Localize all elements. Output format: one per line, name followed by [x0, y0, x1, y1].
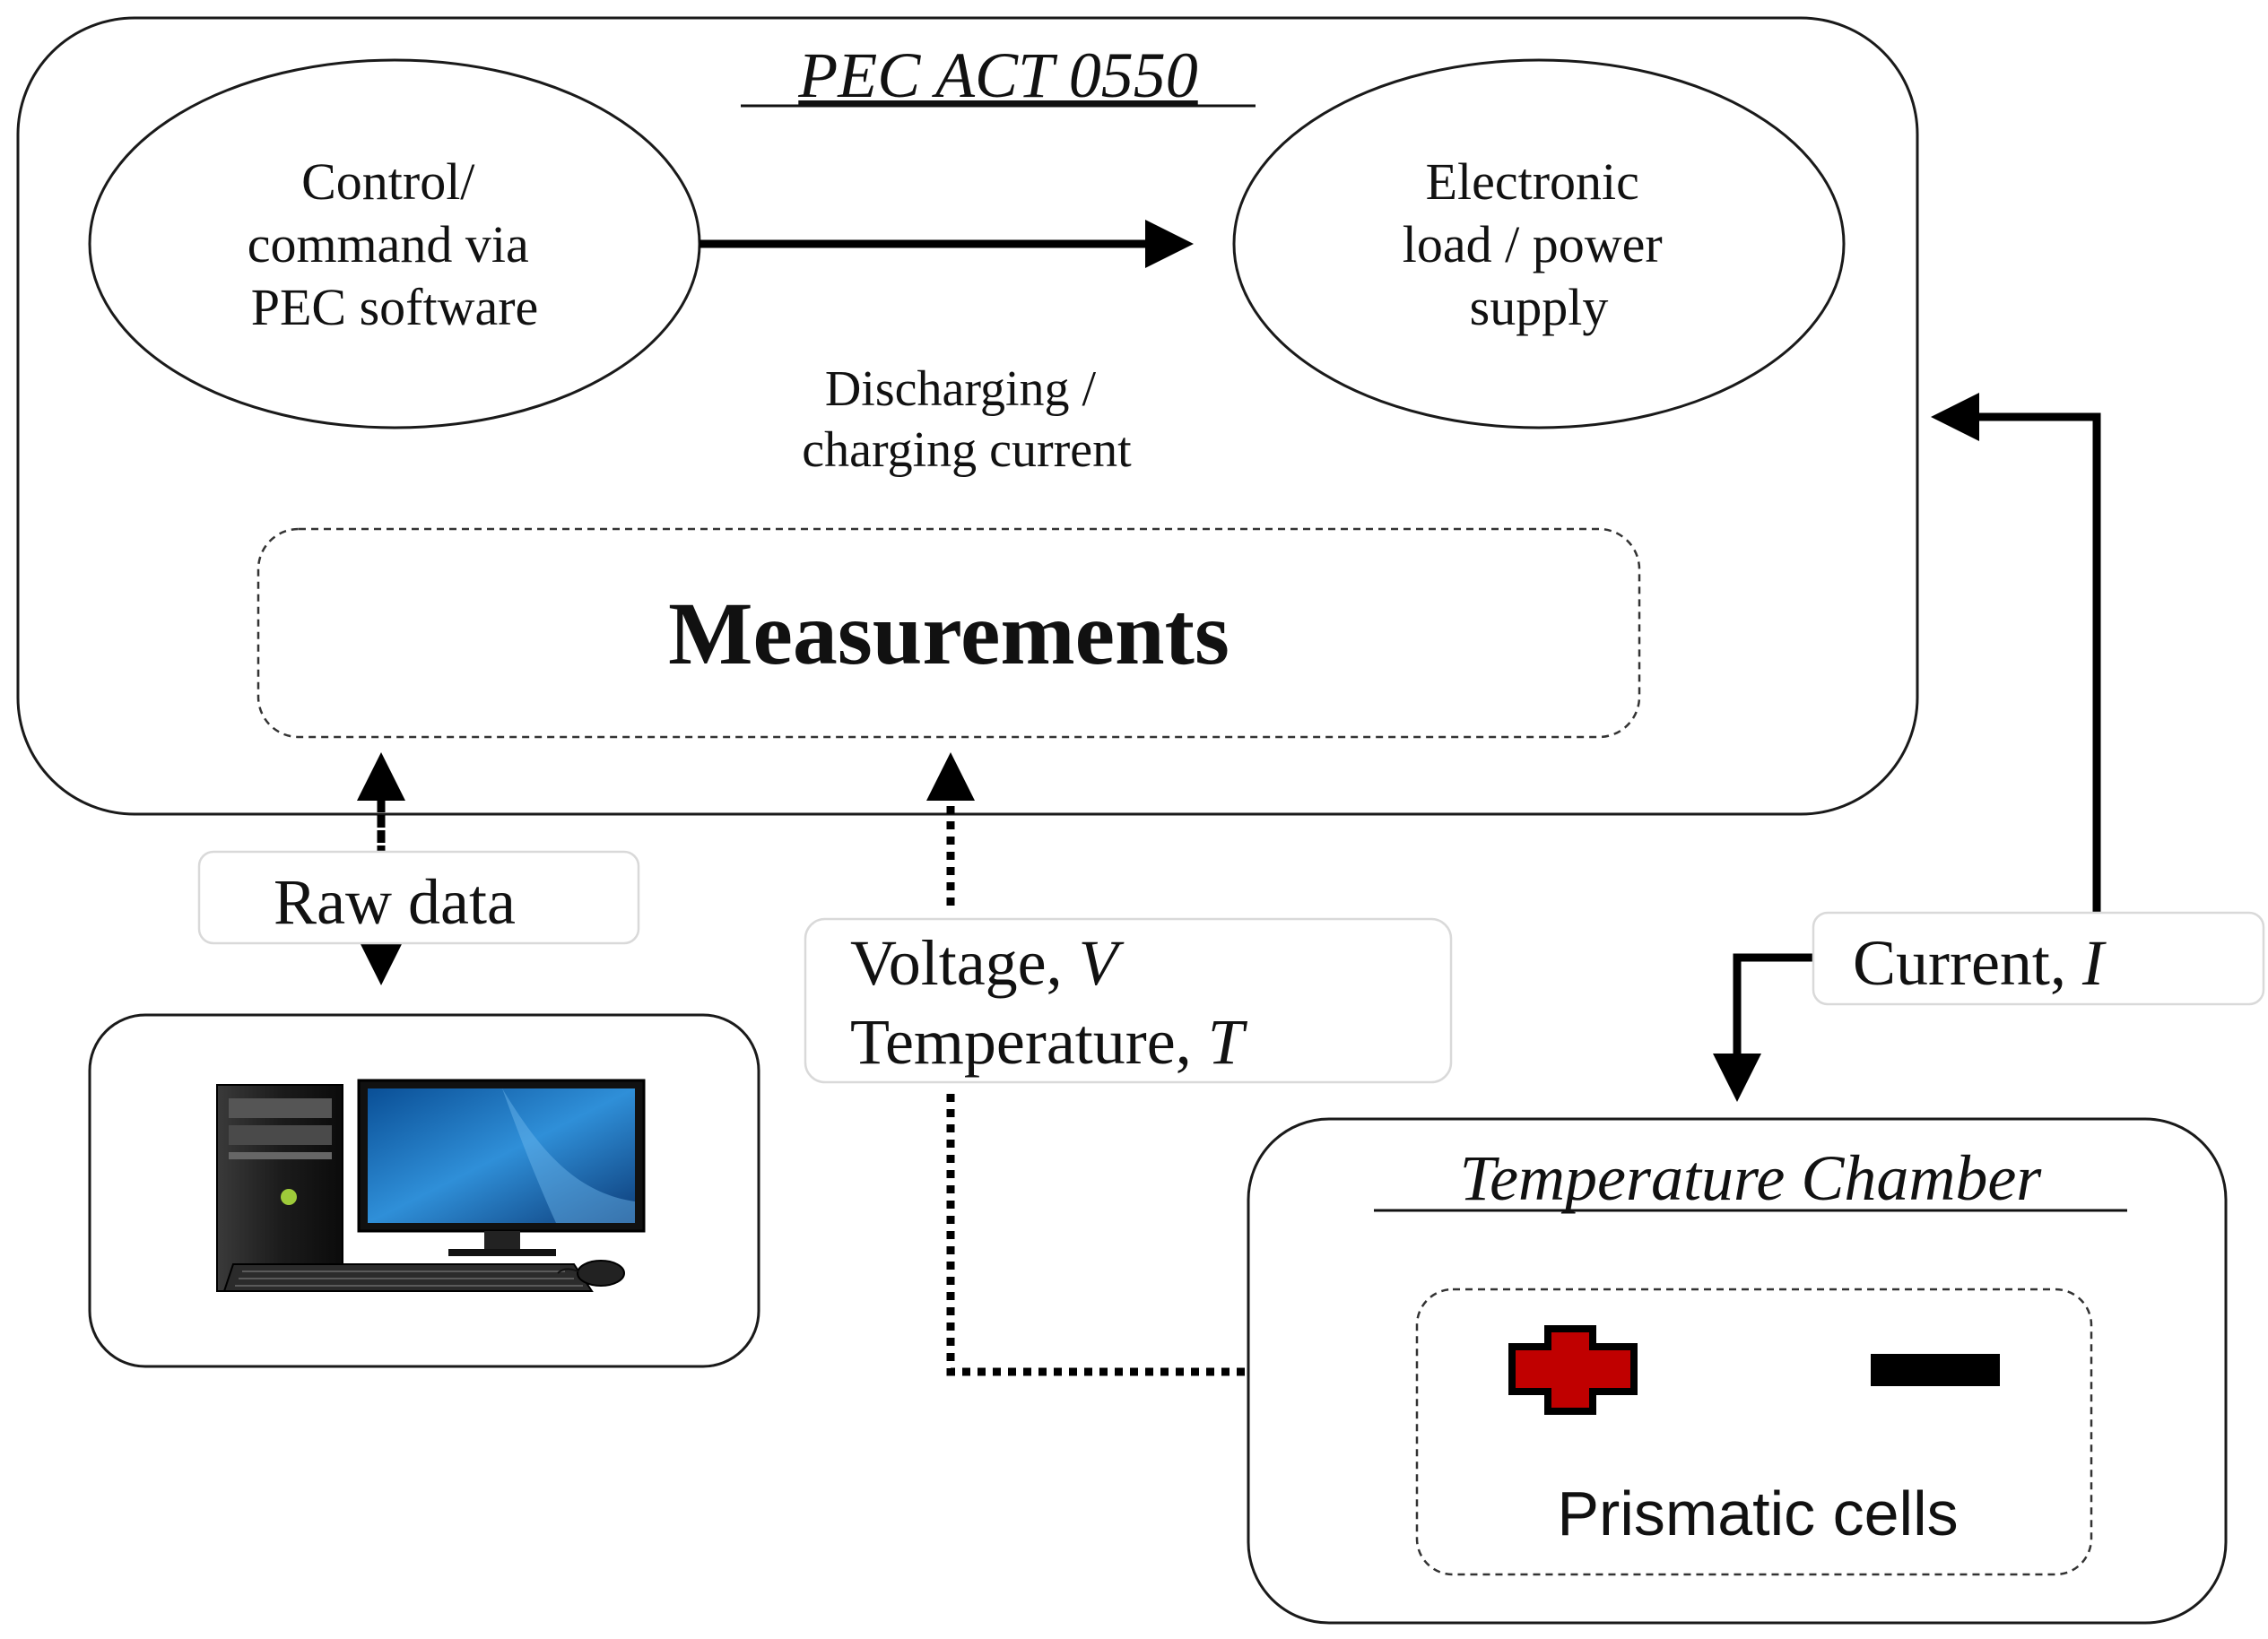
current-to-chamber-line [1713, 953, 1813, 1102]
load-node-line-1: Electronic [1426, 152, 1639, 211]
voltage-symbol: V [1079, 927, 1125, 999]
temperature-symbol: T [1208, 1006, 1248, 1078]
temperature-label: Temperature, T [850, 1006, 1248, 1078]
current-note-line-2: charging current [802, 422, 1132, 478]
current-note: Discharging / charging current [802, 361, 1132, 478]
plus-terminal-icon [1508, 1325, 1638, 1415]
prismatic-cells-label: Prismatic cells [1557, 1479, 1958, 1548]
current-label: Current, I [1853, 927, 2107, 999]
minus-terminal-icon [1871, 1354, 2000, 1386]
load-node [1232, 58, 1846, 429]
current-symbol: I [2081, 927, 2107, 999]
voltage-text: Voltage, [850, 927, 1079, 999]
temperature-chamber-title: Temperature Chamber [1460, 1142, 2043, 1214]
current-label-box [1812, 911, 2265, 1006]
control-node-line-3: PEC software [251, 278, 539, 336]
voltage-label: Voltage, V [850, 927, 1125, 999]
measurements-box [256, 527, 1641, 739]
control-node-label: Control/ command via PEC software [248, 152, 543, 336]
temperature-text: Temperature, [850, 1006, 1208, 1078]
load-node-line-3: supply [1470, 278, 1609, 336]
load-node-line-2: load / power [1403, 215, 1663, 273]
raw-data-label: Raw data [274, 866, 516, 938]
current-note-line-1: Discharging / [825, 361, 1097, 417]
voltage-temp-label-box [804, 917, 1453, 1084]
current-text: Current, [1853, 927, 2082, 999]
raw-data-label-box [197, 850, 640, 945]
pec-box-title: PEC ACT 0550 [797, 39, 1197, 111]
control-node-line-2: command via [248, 215, 529, 273]
desktop-computer-icon [216, 1079, 646, 1292]
control-node-line-1: Control/ [301, 152, 475, 211]
current-feedback-line [1931, 393, 2101, 913]
load-node-label: Electronic load / power supply [1403, 152, 1675, 336]
voltage-temp-line [946, 1094, 1407, 1396]
measurements-label: Measurements [668, 584, 1230, 683]
